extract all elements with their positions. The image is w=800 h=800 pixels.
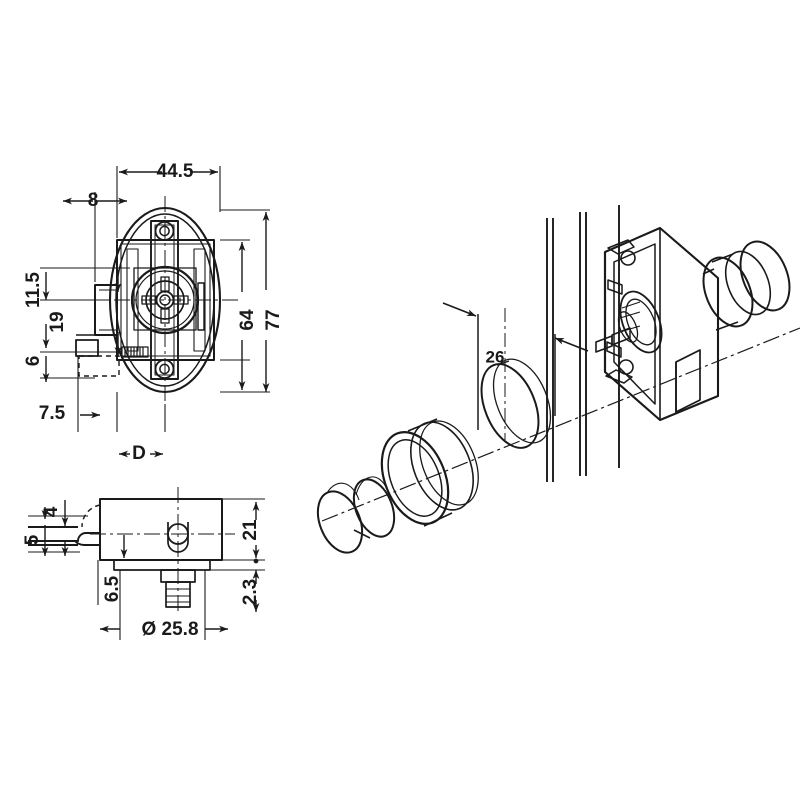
dim-11-5: 11.5 — [23, 272, 44, 308]
gasket-disc — [480, 358, 552, 449]
dim-8: 8 — [88, 190, 99, 211]
side-nose-bolt — [28, 504, 101, 546]
fitted-knob — [702, 240, 791, 331]
dim-diameter-25-8: Ø 25.8 — [141, 619, 198, 640]
lock-housing — [595, 226, 720, 422]
front-serration-detail — [121, 346, 149, 358]
front-view-dimensions — [40, 166, 270, 458]
dim-44-5: 44.5 — [157, 161, 194, 182]
side-centre-lines — [90, 487, 235, 614]
dim-D: D — [132, 443, 146, 464]
cabinet-panel — [546, 205, 620, 482]
dim-2-3: 2.3 — [240, 579, 261, 605]
dim-64: 64 — [237, 309, 258, 331]
dim-6-5: 6.5 — [102, 575, 123, 602]
knob-disc — [352, 476, 396, 539]
dim-5: 5 — [22, 534, 43, 545]
side-section-view — [28, 487, 235, 614]
dim-26: 26 — [486, 347, 505, 366]
dim-7-5: 7.5 — [39, 403, 66, 424]
dim-19: 19 — [47, 311, 68, 332]
front-hidden-detail — [78, 355, 120, 377]
assembly-dimensions — [442, 302, 589, 430]
front-view — [60, 196, 238, 404]
dim-6: 6 — [23, 356, 44, 367]
bezel-ring — [380, 418, 479, 527]
assembly-axis — [321, 327, 800, 522]
dim-77: 77 — [263, 309, 284, 330]
exploded-assembly-view — [316, 205, 800, 554]
side-view-dimensions — [28, 498, 265, 640]
front-latch-bolt — [75, 284, 117, 357]
dim-21: 21 — [240, 519, 261, 541]
dim-4: 4 — [41, 506, 62, 517]
